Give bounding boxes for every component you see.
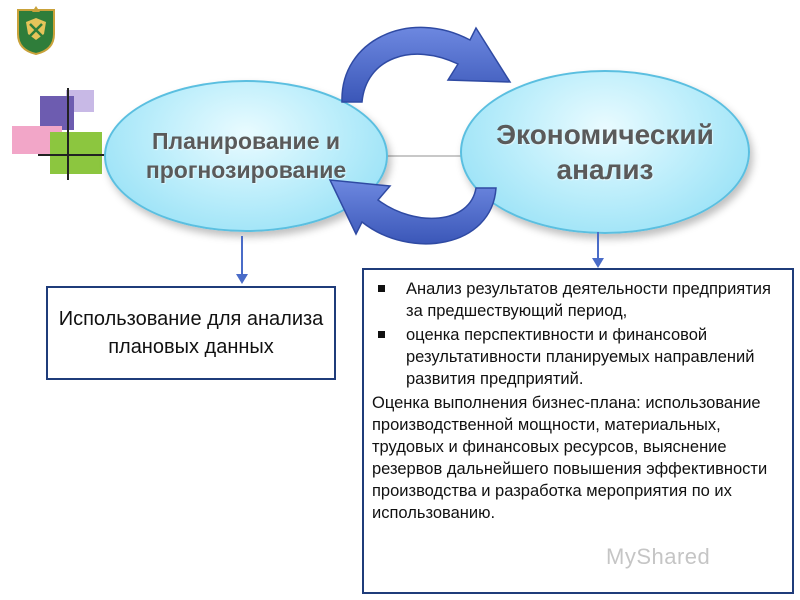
cycle-arrow-top-icon xyxy=(341,26,512,103)
bullet-text: оценка перспективности и финансовой резу… xyxy=(406,326,755,388)
planned-data-text: Использование для анализа плановых данны… xyxy=(58,308,324,358)
planned-data-box: Использование для анализа плановых данны… xyxy=(46,286,336,380)
list-item: Анализ результатов деятельности предприя… xyxy=(372,278,784,322)
cycle-arrows xyxy=(328,26,512,245)
bullet-list: Анализ результатов деятельности предприя… xyxy=(372,278,784,390)
planning-oval-line1: Планирование и xyxy=(151,128,341,154)
down-arrow-right-icon xyxy=(592,232,604,268)
square-bullet-icon xyxy=(378,285,385,292)
bullet-text: Анализ результатов деятельности предприя… xyxy=(406,280,771,320)
planning-oval-line2: прогнозирование xyxy=(145,157,347,183)
watermark: MyShared xyxy=(606,544,711,569)
decor-line-horizontal xyxy=(38,154,108,156)
square-bullet-icon xyxy=(378,331,385,338)
planning-oval: Планирование и прогнозирование xyxy=(104,80,388,232)
analysis-oval: Экономический анализ xyxy=(460,70,750,234)
business-plan-paragraph: Оценка выполнения бизнес-плана: использо… xyxy=(372,394,768,522)
list-item: оценка перспективности и финансовой резу… xyxy=(372,324,784,390)
emblem-icon xyxy=(17,6,55,56)
decor-square-green xyxy=(50,132,102,174)
cycle-arrow-bottom-icon xyxy=(328,179,497,245)
decor-line-vertical xyxy=(67,88,69,180)
down-arrow-left-icon xyxy=(236,236,248,284)
oval-connector-line xyxy=(372,155,468,157)
analysis-oval-line2: анализ xyxy=(556,154,654,185)
analysis-details-box: Анализ результатов деятельности предприя… xyxy=(362,268,794,594)
analysis-oval-line1: Экономический xyxy=(496,119,714,150)
